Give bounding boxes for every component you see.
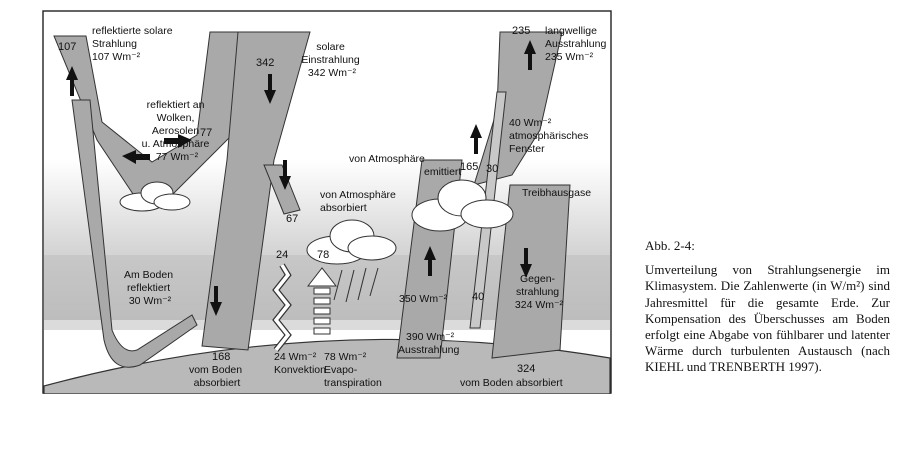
reflected-clouds-label-3: Aerosolen: [152, 125, 199, 137]
svg-text:Am Boden reflektiert 3: Am Boden reflektiert 30 Wm⁻²: [124, 269, 176, 307]
reflected-clouds-label-5: 77 Wm⁻²: [156, 151, 199, 163]
incoming-label-1: solare: [316, 41, 345, 53]
svg-text:vom Boden absorbiert: vom Boden absorbiert: [189, 364, 245, 389]
reflected-clouds-label-1: reflektiert an: [147, 99, 205, 111]
incoming-label-3: 342 Wm⁻²: [308, 67, 357, 79]
emitted-label-2: emittiert: [424, 166, 461, 178]
svg-text:von Atmosphäre absorbiert: von Atmosphäre absorbiert: [320, 189, 399, 214]
reflected-solar-label-1: reflektierte solare: [92, 25, 173, 37]
back-radiation-label-3: 324 Wm⁻²: [515, 299, 564, 311]
outgoing-lw-label-3: 235 Wm⁻²: [545, 51, 594, 63]
atmos-window-label-3: Fenster: [509, 143, 545, 155]
convection-label-2: Konvektion: [274, 364, 326, 376]
arrow-down-icon: [279, 160, 291, 190]
outgoing-lw-label-2: Ausstrahlung: [545, 38, 606, 50]
incoming-value: 342: [256, 57, 274, 69]
back-radiation-label-2: strahlung: [516, 286, 559, 298]
evapotranspiration-arrow: [306, 267, 338, 335]
evapo-label-1: 78 Wm⁻²: [324, 351, 367, 363]
evapo-label-3: transpiration: [324, 377, 382, 389]
arrow-down-icon: [520, 248, 532, 278]
absorbed-atm-value: 67: [286, 213, 298, 225]
back-absorbed-value: 324: [517, 363, 535, 375]
svg-text:von Atmosphäre emittiert: von Atmosphäre emittiert: [349, 153, 461, 178]
ground-absorbed-label-2: absorbiert: [194, 377, 241, 389]
convection-label-1: 24 Wm⁻²: [274, 351, 317, 363]
ground-absorbed-value: 168: [212, 351, 230, 363]
arrow-down-icon: [210, 286, 222, 316]
svg-text:40 Wm⁻² atmosphärisches: 40 Wm⁻² atmosphärisches Fenster: [509, 117, 591, 155]
caption-title: Abb. 2-4:: [645, 238, 695, 253]
atmos-window-label-2: atmosphärisches: [509, 130, 588, 142]
svg-text:reflektierte solare Strahl: reflektierte solare Strahlung 107 Wm⁻²: [92, 25, 175, 63]
convection-value: 24: [276, 249, 288, 261]
atmos-window-label-1: 40 Wm⁻²: [509, 117, 552, 129]
greenhouse-label: Treibhausgase: [522, 187, 591, 199]
absorbed-atmosphere-band: [263, 164, 301, 215]
back-radiation-label-1: Gegen-: [520, 273, 556, 285]
incoming-label-2: Einstrahlung: [301, 54, 360, 66]
surface-radiation-label-1: 390 Wm⁻²: [406, 331, 455, 343]
svg-text:Gegen- strahlung 324 W: Gegen- strahlung 324 Wm⁻²: [515, 273, 564, 311]
svg-text:24 Wm⁻² Konvektion: 24 Wm⁻² Konvektion: [274, 351, 326, 376]
ground-absorbed-label-1: vom Boden: [189, 364, 242, 376]
back-radiation-band: [491, 184, 571, 359]
caption-body: Umverteilung von Strahlungsenergie im Kl…: [645, 262, 890, 375]
arrow-up-icon: [524, 40, 536, 70]
ground-reflected-band: [71, 99, 198, 368]
convection-arrow-inner: [273, 264, 291, 352]
window-value-top: 30: [486, 163, 498, 175]
cloud-small-icon: [119, 181, 191, 212]
reflected-clouds-label-2: Wolken,: [157, 112, 195, 124]
surface-radiation-label-2: Ausstrahlung: [398, 344, 459, 356]
reflected-clouds-label-4: u. Atmosphäre: [142, 138, 210, 150]
cloud-rain-icon: [306, 219, 397, 303]
outgoing-lw-value: 235: [512, 25, 530, 37]
absorbed-atm-label-1: von Atmosphäre: [320, 189, 396, 201]
absorbed-atm-label-2: absorbiert: [320, 202, 367, 214]
incoming-solar-band: [201, 31, 311, 351]
reflected-solar-label-2: Strahlung: [92, 38, 137, 50]
evapo-label-2: Evapo-: [324, 364, 358, 376]
emitted-value: 165: [460, 161, 478, 173]
outgoing-lw-label-1: langwellige: [545, 25, 597, 37]
evapo-value: 78: [317, 249, 329, 261]
reflected-solar-label-3: 107 Wm⁻²: [92, 51, 141, 63]
arrow-right-icon: [164, 134, 192, 148]
arrow-up-icon: [66, 66, 78, 96]
ground-reflected-label-1: Am Boden: [124, 269, 173, 281]
svg-text:langwellige Ausstrahlung: langwellige Ausstrahlung 235 Wm⁻²: [545, 25, 609, 63]
arrow-left-icon: [122, 150, 150, 164]
ground-reflected-label-2: reflektiert: [127, 282, 170, 294]
reflected-solar-value: 107: [58, 41, 76, 53]
svg-text:solare Einstrahlung 34: solare Einstrahlung 342 Wm⁻²: [301, 41, 362, 79]
arrow-up-icon: [424, 246, 436, 276]
arrow-down-icon: [264, 74, 276, 104]
arrow-up-icon: [470, 124, 482, 154]
svg-text:78 Wm⁻² Evapo- transpi: 78 Wm⁻² Evapo- transpiration: [324, 351, 382, 389]
window-value-bottom: 40: [472, 291, 484, 303]
surface-emission-value: 350 Wm⁻²: [399, 293, 448, 305]
ground-reflected-label-3: 30 Wm⁻²: [129, 295, 172, 307]
figure-caption: Abb. 2-4: Umverteilung von Strahlungsene…: [645, 238, 890, 376]
reflected-clouds-value: 77: [200, 127, 212, 139]
back-absorbed-label: vom Boden absorbiert: [460, 377, 563, 389]
svg-text:reflektiert an Wolken,: reflektiert an Wolken, Aerosolen u. Atmo…: [142, 99, 213, 163]
earth-surface: [43, 338, 611, 394]
emitted-label-1: von Atmosphäre: [349, 153, 425, 165]
svg-text:390 Wm⁻² Ausstrahlung: 390 Wm⁻² Ausstrahlung: [398, 331, 459, 356]
energy-balance-diagram: 107 reflektierte solare Strahlung 107 Wm…: [42, 10, 612, 394]
cloud-large-icon: [411, 179, 514, 232]
